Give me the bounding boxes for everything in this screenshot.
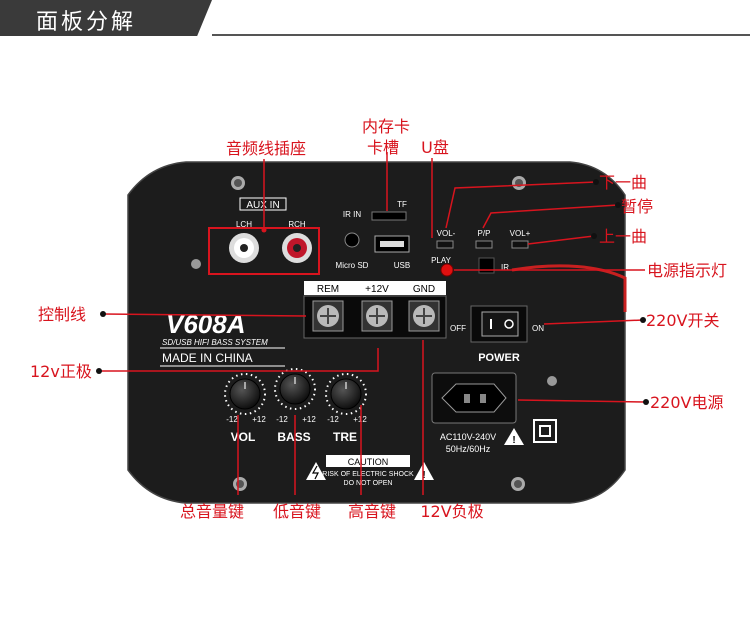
- terminal-plus12v[interactable]: [361, 300, 393, 332]
- callout-12v-negative: 12V负极: [420, 502, 483, 521]
- bass-min-label: -12: [276, 415, 288, 424]
- header-title: 面板分解: [36, 10, 137, 35]
- callout-usb-disk: U盘: [421, 138, 449, 157]
- vol-knob[interactable]: [224, 373, 266, 415]
- callout-treble: 高音键: [348, 502, 396, 521]
- double-insulation-icon: [533, 419, 557, 443]
- gnd-label: GND: [413, 284, 435, 295]
- micro-sd-label: Micro SD: [336, 261, 369, 270]
- plus12v-label: +12V: [365, 284, 389, 295]
- header-divider: [212, 34, 750, 36]
- terminal-gnd[interactable]: [408, 300, 440, 332]
- risk-label: RISK OF ELECTRIC SHOCK: [322, 471, 414, 478]
- tf-label: TF: [397, 200, 407, 209]
- callout-prev-track: 上一曲: [599, 227, 647, 246]
- indicator-wire: [511, 264, 627, 312]
- shock-warning-icon: [306, 462, 326, 480]
- frequency-label: 50Hz/60Hz: [446, 444, 491, 454]
- svg-text:!: !: [512, 435, 515, 446]
- warning-icon: !: [504, 428, 524, 446]
- made-in-label: MADE IN CHINA: [162, 351, 253, 365]
- lch-label: LCH: [236, 220, 252, 229]
- caution-label: CAUTION: [348, 457, 389, 467]
- terminal-label-strip: [304, 281, 446, 295]
- rca-jack-right[interactable]: [282, 233, 312, 263]
- callout-audio-jack: 音频线插座: [226, 139, 306, 158]
- callout-master-volume: 总音量键: [180, 502, 244, 521]
- vol-plus-button[interactable]: [511, 240, 529, 249]
- callout-leaders: [99, 152, 647, 495]
- off-label: OFF: [450, 324, 466, 333]
- callout-power-indicator: 电源指示灯: [647, 261, 727, 280]
- power-indicator-led: [440, 263, 454, 277]
- rca-jack-left[interactable]: [229, 233, 259, 263]
- screw-icon: [191, 259, 201, 269]
- pp-label: P/P: [478, 229, 491, 238]
- tf-card-slot[interactable]: [371, 211, 407, 221]
- callout-bass: 低音键: [273, 502, 321, 521]
- vol-minus-label: VOL-: [437, 229, 456, 238]
- ir-in-label: IR IN: [343, 210, 361, 219]
- rem-label: REM: [317, 284, 339, 295]
- aux-in-box: [239, 197, 287, 211]
- screw-icon: [231, 176, 245, 190]
- callout-pause: 暂停: [621, 197, 653, 216]
- callout-next-track: 下一曲: [599, 173, 647, 192]
- caution-box: [326, 455, 410, 467]
- callout-12v-positive: 12v正极: [30, 362, 92, 381]
- play-label: PLAY: [431, 256, 452, 265]
- tre-label: TRE: [333, 430, 357, 444]
- vol-max-label: +12: [252, 415, 266, 424]
- callout-220v-switch: 220V开关: [646, 311, 720, 330]
- section-header: 面板分解: [0, 0, 750, 40]
- vol-minus-button[interactable]: [436, 240, 454, 249]
- vol-min-label: -12: [226, 415, 238, 424]
- power-switch[interactable]: [481, 311, 519, 337]
- aux-in-label: AUX IN: [246, 200, 279, 211]
- header-tab: [0, 0, 212, 36]
- usb-label: USB: [394, 261, 410, 270]
- do-not-open-label: DO NOT OPEN: [344, 480, 393, 487]
- model-label: V608A: [166, 309, 246, 339]
- bass-label: BASS: [277, 430, 310, 444]
- warning-icon: !: [414, 462, 434, 481]
- screw-icon: [512, 176, 526, 190]
- play-pause-button[interactable]: [475, 240, 493, 249]
- ir-label: IR: [501, 263, 509, 272]
- ir-in-jack[interactable]: [344, 232, 360, 248]
- screw-icon: [547, 376, 557, 386]
- callout-dots: [96, 179, 649, 405]
- callout-card-slot: 卡槽: [367, 138, 399, 157]
- screw-icon: [511, 477, 525, 491]
- vol-plus-label: VOL+: [510, 229, 531, 238]
- bass-knob[interactable]: [274, 368, 316, 410]
- vol-label: VOL: [231, 430, 256, 444]
- ac-rating-label: AC110V-240V: [440, 432, 496, 442]
- rch-label: RCH: [288, 220, 306, 229]
- callout-memory-card: 内存卡: [362, 117, 410, 136]
- screw-icon: [233, 477, 247, 491]
- bass-max-label: +12: [302, 415, 316, 424]
- treble-knob[interactable]: [325, 373, 367, 415]
- on-label: ON: [532, 324, 544, 333]
- callout-220v-power: 220V电源: [650, 393, 724, 412]
- terminal-rem[interactable]: [312, 300, 344, 332]
- subtitle-label: SD/USB HIFI BASS SYSTEM: [162, 338, 268, 347]
- tre-min-label: -12: [327, 415, 339, 424]
- power-label: POWER: [478, 352, 520, 364]
- callout-control-wire: 控制线: [38, 305, 86, 324]
- svg-text:!: !: [422, 470, 425, 481]
